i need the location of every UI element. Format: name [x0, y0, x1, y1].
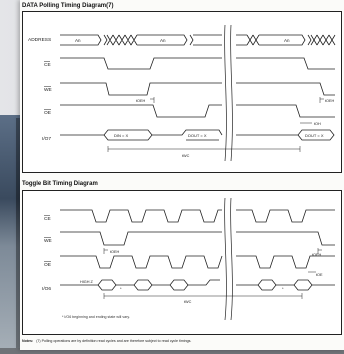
timing2-toeh-1: tOEH: [110, 250, 120, 254]
notes-label: Notes:: [22, 339, 34, 343]
signal-label-oe-2: OE: [44, 262, 51, 268]
timing2-toe: tOE: [316, 273, 323, 277]
address-value-1: An: [75, 38, 81, 43]
toggle-bit-diagram: CE WE OE I/O6 HIGH Z *: [42, 197, 335, 321]
data-polling-diagram: ADDRESS CE WE OE I/O7 An An An: [28, 24, 336, 162]
timing-toeh-1: tOEH: [136, 99, 146, 103]
io6-star-1: *: [120, 286, 122, 291]
timing2-twc: tWC: [184, 300, 192, 304]
address-value-2: An: [160, 38, 166, 43]
signal-label-ce-2: CE: [44, 216, 51, 222]
data-polling-frame: [22, 11, 342, 173]
notes-text: (7) Polling operations are by definition…: [36, 339, 192, 343]
signal-label-io7: I/O7: [42, 136, 51, 142]
address-value-3: An: [284, 38, 290, 43]
data-polling-title: DATA Polling Timing Diagram(7): [22, 3, 114, 9]
signal-label-address: ADDRESS: [28, 37, 51, 43]
footnote: * I/O6 beginning and ending state will v…: [62, 315, 130, 319]
timing-toeh-2: tOEH: [325, 99, 335, 103]
background-bottom: [0, 348, 344, 354]
signal-label-io6: I/O6: [42, 286, 51, 292]
io7-label-din: DIN = X: [114, 133, 128, 138]
notes: Notes: (7) Polling operations are by def…: [22, 339, 191, 343]
timing-toh: tOH: [314, 122, 321, 126]
signal-label-oe: OE: [44, 110, 51, 116]
timing2-toeh-2: tOEH: [312, 253, 322, 257]
io7-label-dout-1: DOUT = X: [188, 133, 207, 138]
io6-highz: HIGH Z: [80, 280, 94, 284]
timing-twc: tWC: [182, 154, 190, 158]
toggle-bit-frame: [22, 190, 342, 335]
io6-star-2: *: [282, 286, 284, 291]
datasheet-page: DATA Polling Timing Diagram(7) Toggle Bi…: [20, 0, 344, 350]
signal-label-we: WE: [44, 87, 52, 93]
signal-label-we-2: WE: [44, 238, 52, 244]
toggle-bit-title: Toggle Bit Timing Diagram: [22, 181, 98, 187]
io7-label-dout-2: DOUT = X: [305, 133, 324, 138]
signal-label-ce: CE: [44, 62, 51, 68]
